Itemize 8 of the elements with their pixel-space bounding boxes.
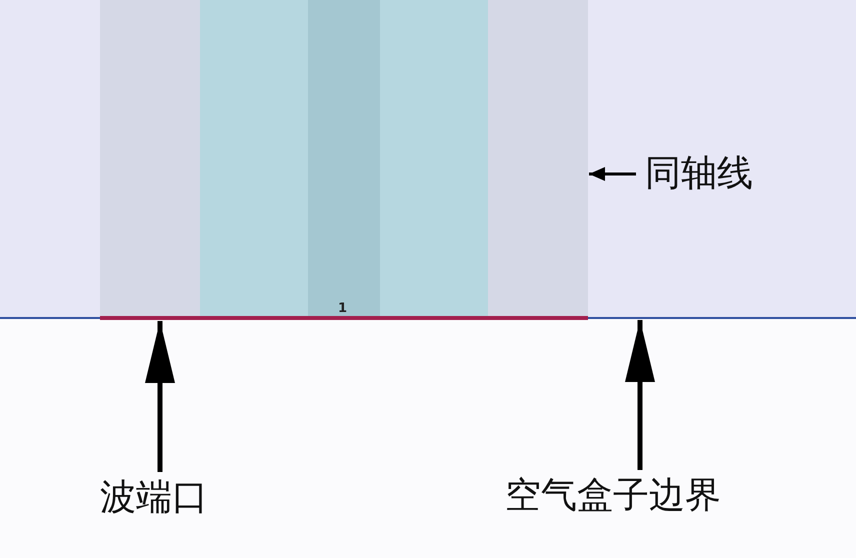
callout-text: 同轴线 [645,156,753,192]
arrow [145,321,175,472]
coaxial-cable-drawing [100,0,588,316]
port-number: 1 [338,302,348,315]
callout-text: 波端口 [100,480,208,516]
arrow [589,167,636,181]
callout-text: 空气盒子边界 [505,478,721,514]
arrow [625,320,655,470]
